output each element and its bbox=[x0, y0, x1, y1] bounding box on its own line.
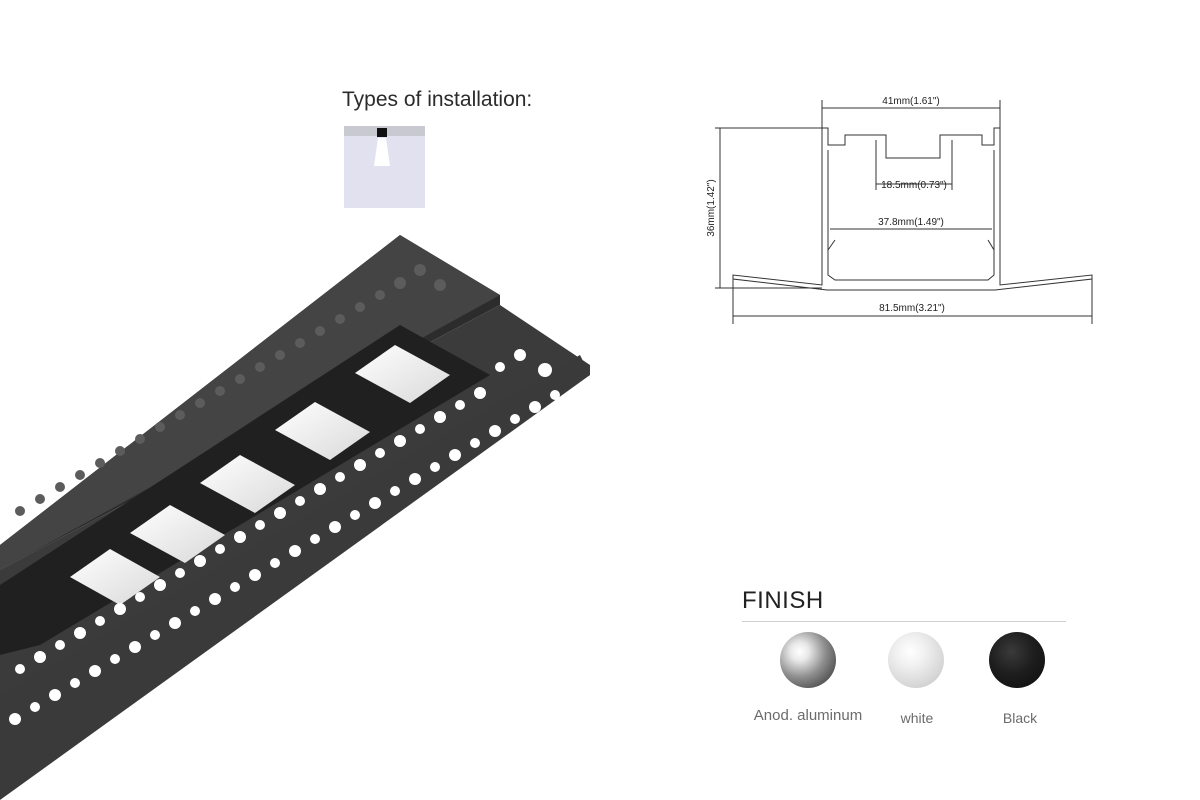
installation-title: Types of installation: bbox=[342, 88, 533, 111]
swatch-white bbox=[888, 632, 944, 688]
finish-title: FINISH bbox=[742, 587, 824, 614]
inner-width-label: 37.8mm(1.49") bbox=[878, 217, 944, 228]
product-image bbox=[0, 235, 590, 800]
cross-section-drawing: 41mm(1.61") 18.5mm(0.73") 37.8mm(1.49") … bbox=[706, 96, 1093, 324]
top-width-label: 41mm(1.61") bbox=[882, 96, 939, 107]
swatch-black bbox=[989, 632, 1045, 688]
slot-width-label: 18.5mm(0.73") bbox=[881, 180, 947, 191]
finish-label-black: Black bbox=[1002, 710, 1038, 726]
flange-width-label: 81.5mm(3.21") bbox=[879, 303, 945, 314]
height-label: 36mm(1.42") bbox=[706, 179, 717, 236]
finish-label-white: white bbox=[900, 710, 934, 726]
finish-divider bbox=[742, 621, 1066, 622]
recessed-ceiling-icon bbox=[344, 126, 425, 208]
finish-label-aluminum: Anod. aluminum bbox=[753, 707, 863, 724]
swatch-anodized-aluminum bbox=[780, 632, 836, 688]
lens-modules bbox=[70, 345, 450, 605]
